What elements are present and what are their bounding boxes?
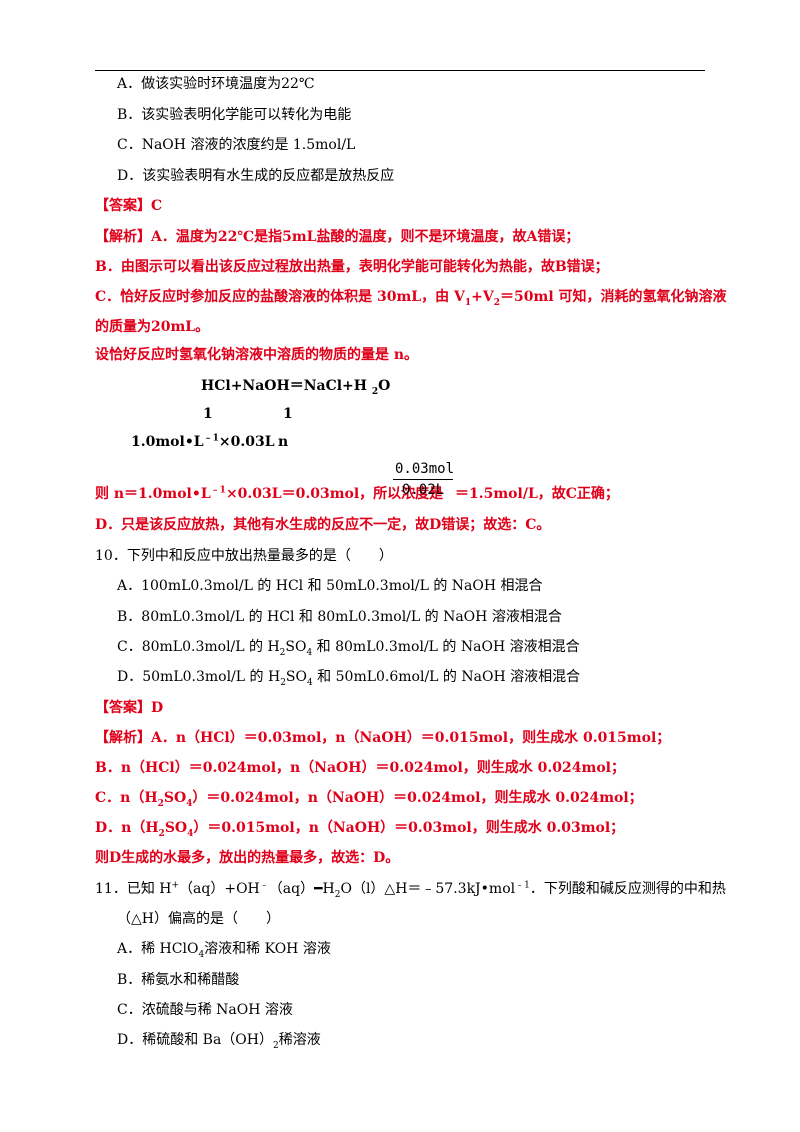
- q9-option-b: B．该实验表明化学能可以转化为电能: [117, 107, 352, 123]
- q9-analysis-d: D．只是该反应放热，其他有水生成的反应不一定，故D错误；故选：C。: [95, 517, 551, 533]
- q10-analysis-d: D．n（H2SO4）＝0.015mol，n（NaOH）＝0.03mol，则生成水…: [95, 820, 625, 839]
- q10-analysis-conclusion: 则D生成的水最多，放出的热量最多，故选：D。: [95, 850, 400, 866]
- coefficient-hcl: 1: [203, 406, 213, 422]
- q9-analysis-b: B．由图示可以看出该反应过程放出热量，表明化学能可能转化为热能，故B错误；: [95, 259, 609, 275]
- q9-analysis-calc-left: 则 n＝1.0mol•L﹣1×0.03L＝0.03mol，所以浓度是: [95, 485, 444, 502]
- amount-naoh: n: [278, 434, 289, 450]
- q10-stem: 10．下列中和反应中放出热量最多的是（ ）: [95, 548, 393, 564]
- q11-option-d: D．稀硫酸和 Ba（OH）2稀溶液: [117, 1032, 321, 1051]
- q9-analysis-a: 【解析】A．温度为22℃是指5mL盐酸的温度，则不是环境温度，故A错误；: [95, 229, 580, 245]
- q9-analysis-c-cont: 的质量为20mL。: [95, 319, 210, 335]
- analysis-tag: 【解析】: [95, 730, 151, 746]
- q9-option-d: D．该实验表明有水生成的反应都是放热反应: [117, 168, 395, 184]
- q9-analysis-c: C．恰好反应时参加反应的盐酸溶液的体积是 30mL，由 V1+V2＝50ml 可…: [95, 289, 727, 308]
- q10-option-c: C．80mL0.3mol/L 的 H2SO4 和 80mL0.3mol/L 的 …: [117, 639, 580, 658]
- q9-answer: 【答案】C: [95, 198, 163, 214]
- q11-option-b: B．稀氨水和稀醋酸: [117, 972, 240, 988]
- q10-analysis-b: B．n（HCl）＝0.024mol，n（NaOH）＝0.024mol，则生成水 …: [95, 760, 625, 776]
- q10-analysis-c: C．n（H2SO4）＝0.024mol，n（NaOH）＝0.024mol，则生成…: [95, 790, 643, 809]
- concentration-fraction: 0.03mol 0.02L: [393, 461, 454, 498]
- q9-option-c: C．NaOH 溶液的浓度约是 1.5mol/L: [117, 137, 356, 153]
- amount-hcl: 1.0mol•L﹣1×0.03L: [131, 433, 275, 450]
- q11-stem: 11．已知 H+（aq）+OH﹣（aq）━H2O（l）△H＝﹣57.3kJ•mo…: [95, 880, 726, 900]
- fraction-numerator: 0.03mol: [393, 461, 454, 480]
- q9-analysis-setup: 设恰好反应时氢氧化钠溶液中溶质的物质的量是 n。: [95, 347, 419, 363]
- q10-option-a: A．100mL0.3mol/L 的 HCl 和 50mL0.3mol/L 的 N…: [117, 578, 543, 594]
- q11-stem-cont: （△H）偏高的是（ ）: [117, 911, 280, 927]
- q10-option-d: D．50mL0.3mol/L 的 H2SO4 和 50mL0.6mol/L 的 …: [117, 669, 581, 688]
- q11-option-a: A．稀 HClO4溶液和稀 KOH 溶液: [117, 941, 331, 960]
- q10-option-b: B．80mL0.3mol/L 的 HCl 和 80mL0.3mol/L 的 Na…: [117, 609, 562, 625]
- fraction-denominator: 0.02L: [401, 482, 445, 498]
- q10-answer: 【答案】D: [95, 700, 164, 716]
- q10-analysis-a: 【解析】A．n（HCl）＝0.03mol，n（NaOH）＝0.015mol，则生…: [95, 730, 671, 746]
- q9-analysis-calc-right: ＝1.5mol/L，故C正确；: [455, 486, 619, 502]
- q9-option-a: A．做该实验时环境温度为22℃: [117, 76, 315, 92]
- analysis-tag: 【解析】: [95, 229, 151, 245]
- coefficient-naoh: 1: [283, 406, 293, 422]
- header-rule: [95, 70, 705, 71]
- reaction-equation: HCl+NaOH＝NaCl+H 2O: [201, 378, 391, 397]
- q11-option-c: C．浓硫酸与稀 NaOH 溶液: [117, 1002, 293, 1018]
